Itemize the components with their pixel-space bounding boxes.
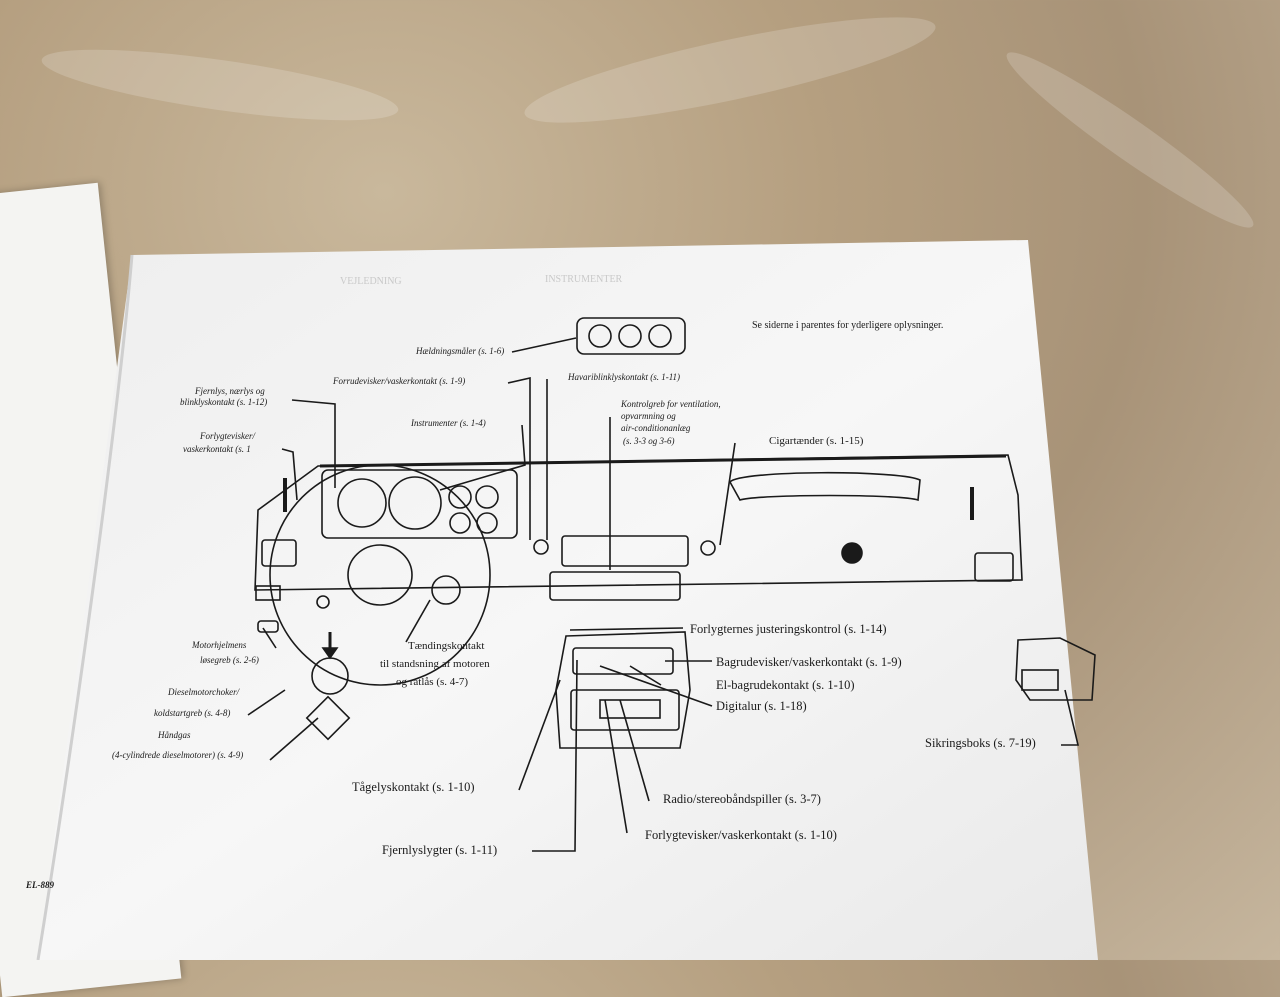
label-haandgas-line1: Håndgas xyxy=(158,730,191,740)
page-drawing xyxy=(36,240,1098,960)
label-radio: Radio/stereobåndspiller (s. 3-7) xyxy=(663,792,821,806)
label-havariblink: Havariblinklyskontakt (s. 1-11) xyxy=(568,372,681,382)
label-kontrolgreb-line3: air-conditionanlæg xyxy=(621,423,691,433)
label-taending-line3: og ratlås (s. 4-7) xyxy=(396,676,469,688)
label-el-bagrude: El-bagrudekontakt (s. 1-10) xyxy=(716,678,855,692)
manual-page: VEJLEDNING INSTRUMENTER Se siderne i par… xyxy=(26,240,1098,960)
label-dieselchoker-line1: Dieselmotorchoker/ xyxy=(168,687,240,697)
page-number: EL-889 xyxy=(26,880,54,890)
label-dieselchoker-line2: koldstartgreb (s. 4-8) xyxy=(154,708,231,718)
ghost-text: VEJLEDNING xyxy=(340,276,402,287)
label-sikringsboks: Sikringsboks (s. 7-19) xyxy=(925,736,1036,750)
dashboard-illustration xyxy=(247,317,1096,852)
label-instrumenter: Instrumenter (s. 1-4) xyxy=(411,418,486,428)
label-forlygtevisker-line2: vaskerkontakt (s. 1 xyxy=(183,444,251,454)
label-justeringskontrol: Forlygternes justeringskontrol (s. 1-14) xyxy=(690,622,887,636)
label-taending-line1: Tændingskontakt xyxy=(408,640,485,652)
label-taagelys: Tågelyskontakt (s. 1-10) xyxy=(352,780,475,794)
header-note: Se siderne i parentes for yderligere opl… xyxy=(752,320,944,331)
label-motorhjelm-line2: løsegreb (s. 2-6) xyxy=(200,655,259,665)
label-cigartaender: Cigartænder (s. 1-15) xyxy=(769,435,864,447)
label-kontrolgreb-line4: (s. 3-3 og 3-6) xyxy=(623,436,675,446)
label-haeldningsmaaler: Hældningsmåler (s. 1-6) xyxy=(416,346,505,356)
label-kontrolgreb-line2: opvarmning og xyxy=(621,411,676,421)
label-forlygtevisker-line1: Forlygtevisker/ xyxy=(200,431,255,441)
label-digitalur: Digitalur (s. 1-18) xyxy=(716,699,807,713)
label-motorhjelm-line1: Motorhjelmens xyxy=(192,640,247,650)
label-fjernlys-line1: Fjernlys, nærlys og xyxy=(195,386,265,396)
ghost-text: INSTRUMENTER xyxy=(545,274,623,285)
label-kontrolgreb-line1: Kontrolgreb for ventilation, xyxy=(621,399,721,409)
label-forlygtevisker-full: Forlygtevisker/vaskerkontakt (s. 1-10) xyxy=(645,828,837,842)
label-haandgas-line2: (4-cylindrede dieselmotorer) (s. 4-9) xyxy=(112,750,244,760)
label-fjernlyslygter: Fjernlyslygter (s. 1-11) xyxy=(382,843,498,857)
label-taending-line2: til standsning af motoren xyxy=(380,658,490,670)
label-bagrudevisker: Bagrudevisker/vaskerkontakt (s. 1-9) xyxy=(716,655,902,669)
label-fjernlys-line2: blinklyskontakt (s. 1-12) xyxy=(180,397,268,407)
label-forrude-visker: Forrudevisker/vaskerkontakt (s. 1-9) xyxy=(333,376,466,386)
